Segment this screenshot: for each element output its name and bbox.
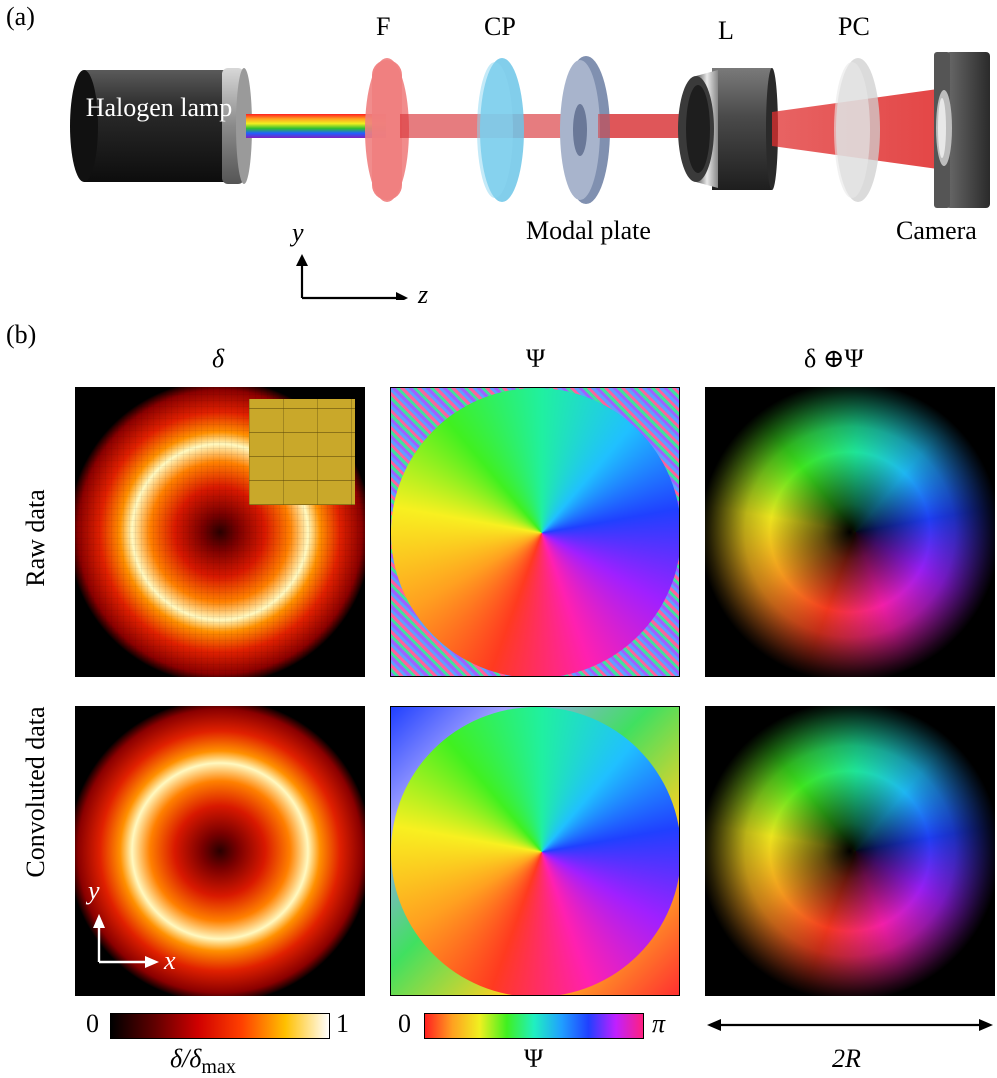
cbar2-min: 0 — [398, 1009, 411, 1038]
image-delta-raw — [75, 387, 365, 677]
label-pc: PC — [838, 12, 870, 41]
label-l: L — [718, 16, 734, 45]
image-combined-raw — [705, 387, 995, 677]
label-modal-plate: Modal plate — [526, 216, 651, 245]
white-light-beam — [246, 114, 386, 138]
modal-plate — [560, 56, 610, 204]
camera — [934, 52, 990, 208]
image-psi-raw — [390, 387, 680, 677]
scale-arrow-2r — [707, 1019, 993, 1031]
panel-a-label: (a) — [6, 2, 35, 31]
image-delta-convoluted — [75, 706, 365, 996]
image-psi-convoluted — [390, 706, 680, 996]
label-camera: Camera — [896, 216, 977, 245]
scale-label: 2R — [832, 1044, 861, 1073]
polarization-camera-filter-pc — [834, 58, 880, 202]
colorbar-psi — [424, 1013, 644, 1039]
image-combined-convoluted — [705, 706, 995, 996]
filter-f — [365, 58, 409, 202]
cbar2-label: Ψ — [524, 1044, 544, 1073]
label-f: F — [376, 12, 391, 41]
axis-label-y-top: y — [292, 218, 304, 247]
col-title-combined: δ ⊕Ψ — [804, 344, 864, 373]
lamp-label: Halogen lamp — [85, 93, 233, 122]
row-title-raw: Raw data — [21, 489, 50, 587]
optical-setup-diagram — [70, 52, 990, 300]
col-title-delta: δ — [212, 344, 225, 373]
cbar1-label: δ/δmax — [170, 1044, 236, 1078]
panel-b-label: (b) — [6, 320, 37, 349]
lens-l — [678, 68, 778, 190]
cbar2-max: π — [652, 1009, 666, 1038]
halogen-lamp — [70, 68, 252, 184]
col-title-psi: Ψ — [526, 344, 546, 373]
inset-sample-image — [249, 399, 355, 505]
label-cp: CP — [484, 12, 516, 41]
circular-polarizer-cp — [477, 58, 524, 202]
axis-label-y-bottom: y — [88, 876, 100, 905]
axis-label-z: z — [418, 280, 429, 309]
cbar1-max: 1 — [336, 1009, 349, 1038]
colorbar-delta — [110, 1013, 330, 1039]
axis-label-x: x — [164, 946, 176, 975]
row-title-convoluted: Convoluted data — [21, 706, 50, 878]
axes-xy — [93, 914, 159, 968]
axes-yz — [296, 254, 408, 300]
cbar1-min: 0 — [86, 1009, 99, 1038]
